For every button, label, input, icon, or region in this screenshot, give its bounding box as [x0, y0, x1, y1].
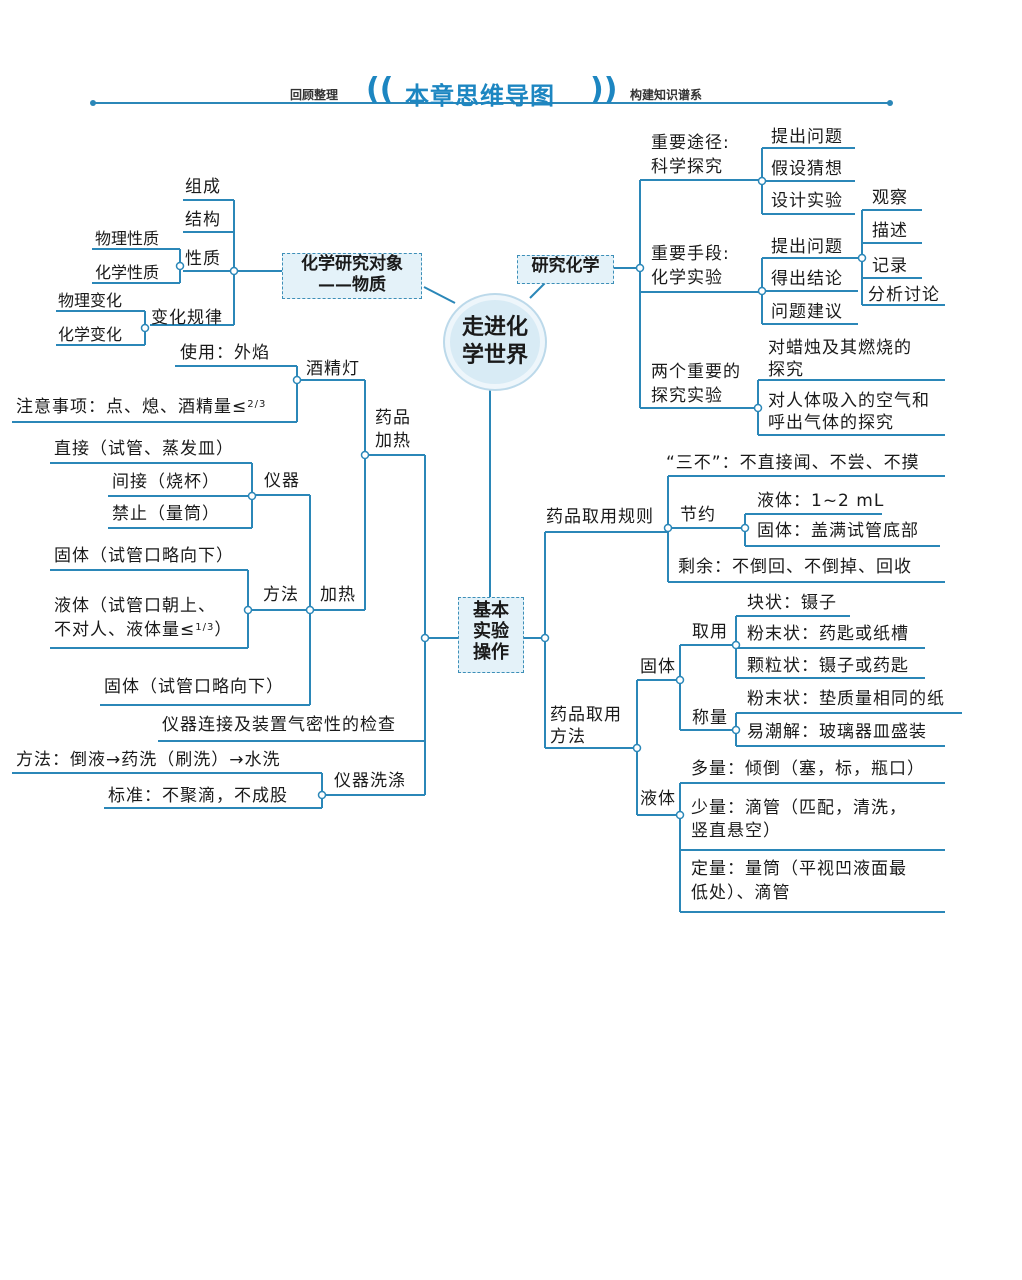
research-object-box: 化学研究对象 ——物质 — [282, 253, 422, 299]
path-label-2: 科学探究 — [651, 157, 723, 177]
node-take: 取用 — [692, 622, 728, 642]
node-fixed-1: 定量：量筒（平视凹液面最 — [691, 859, 907, 879]
node-structure: 结构 — [185, 210, 221, 230]
research-object-title-2: ——物质 — [318, 275, 386, 295]
observe-3: 记录 — [872, 256, 908, 276]
exp1-line-1: 对蜡烛及其燃烧的 — [768, 338, 912, 358]
node-powder-weigh: 粉末状：垫质量相同的纸 — [747, 689, 945, 709]
page-title: 本章思维导图 — [405, 82, 555, 110]
node-save-solid: 固体：盖满试管底部 — [757, 521, 919, 541]
basic-ops-box: 基本实验操作 — [458, 597, 524, 673]
heating-title-2: 加热 — [375, 431, 411, 451]
node-weigh: 称量 — [692, 708, 728, 728]
exp-label-2: 探究实验 — [651, 386, 723, 406]
node-much: 多量：倾倒（塞，标，瓶口） — [691, 759, 925, 779]
liquid-heat-end: ） — [214, 620, 233, 640]
means-step-1: 提出问题 — [771, 237, 843, 257]
lamp-note-fraction: 2/3 — [247, 399, 267, 410]
node-wash-standard: 标准：不聚滴，不成股 — [108, 786, 288, 806]
basic-ops-title: 基本实验操作 — [473, 600, 509, 663]
node-change-rule: 变化规律 — [151, 308, 223, 328]
node-instrument: 仪器 — [264, 471, 300, 491]
node-lamp-use: 使用：外焰 — [180, 343, 270, 363]
header-left-tag: 回顾整理 — [290, 88, 339, 102]
node-composition: 组成 — [185, 177, 221, 197]
node-fixed-2: 低处）、滴管 — [691, 883, 791, 903]
node-method: 方法 — [263, 585, 299, 605]
node-solid-heat: 固体（试管口略向下） — [54, 546, 234, 566]
means-label-1: 重要手段: — [651, 244, 730, 264]
node-physical-change: 物理变化 — [58, 291, 123, 310]
exp1-line-2: 探究 — [768, 360, 804, 380]
node-deliquescent: 易潮解：玻璃器皿盛装 — [747, 722, 927, 742]
node-liquid-heat-1: 液体（试管口朝上、 — [54, 596, 216, 616]
path-step-3: 设计实验 — [771, 191, 843, 211]
heating-title-1: 药品 — [375, 408, 411, 428]
node-lamp-note: 注意事项：点、熄、酒精量≤2/3 — [16, 396, 266, 421]
node-direct: 直接（试管、蒸发皿） — [54, 439, 234, 459]
node-forbidden: 禁止（量筒） — [112, 504, 220, 524]
signal-left-icon: (( — [366, 72, 394, 107]
node-wash: 仪器洗涤 — [334, 771, 406, 791]
means-step-2: 得出结论 — [771, 269, 843, 289]
node-rest: 剩余：不倒回、不倒掉、回收 — [678, 557, 912, 577]
means-label-2: 化学实验 — [651, 268, 723, 288]
node-alcohol-lamp: 酒精灯 — [306, 359, 360, 379]
liquid-heat-fraction: 1/3 — [195, 622, 215, 633]
lamp-note-text: 注意事项：点、熄、酒精量≤ — [16, 397, 248, 417]
node-liquid: 液体 — [640, 789, 676, 809]
node-property: 性质 — [185, 249, 221, 269]
methods-title-1: 药品取用 — [550, 705, 622, 725]
observe-2: 描述 — [872, 221, 908, 241]
methods-title-2: 方法 — [550, 727, 586, 747]
path-step-2: 假设猜想 — [771, 159, 843, 179]
node-three-no: “三不”：不直接闻、不尝、不摸 — [666, 453, 920, 473]
node-little-1: 少量：滴管（匹配，清洗， — [691, 798, 907, 818]
node-granule: 颗粒状：镊子或药匙 — [747, 656, 909, 676]
node-chemical-property: 化学性质 — [95, 263, 160, 282]
node-save: 节约 — [680, 505, 716, 525]
node-little-2: 竖直悬空） — [691, 821, 781, 841]
node-save-liquid: 液体：1~2 mL — [757, 491, 885, 511]
observe-4: 分析讨论 — [868, 285, 940, 305]
node-solid-heat-2: 固体（试管口略向下） — [104, 677, 284, 697]
research-object-title-1: 化学研究对象 — [301, 254, 403, 274]
exp2-line-2: 呼出气体的探究 — [768, 413, 894, 433]
observe-1: 观察 — [872, 188, 908, 208]
liquid-heat-text: 不对人、液体量≤ — [54, 620, 196, 640]
node-powder: 粉末状：药匙或纸槽 — [747, 624, 909, 644]
path-step-1: 提出问题 — [771, 127, 843, 147]
exp-label-1: 两个重要的 — [651, 362, 741, 382]
node-heat: 加热 — [320, 585, 356, 605]
path-label-1: 重要途径: — [651, 133, 730, 153]
node-block: 块状：镊子 — [747, 593, 837, 613]
node-connect-check: 仪器连接及装置气密性的检查 — [162, 715, 396, 735]
center-title: 走进化学世界 — [461, 315, 528, 368]
center-node: 走进化学世界 — [445, 295, 545, 389]
node-indirect: 间接（烧杯） — [112, 472, 220, 492]
node-liquid-heat-2: 不对人、液体量≤1/3） — [54, 619, 232, 644]
node-physical-property: 物理性质 — [95, 229, 160, 248]
exp2-line-1: 对人体吸入的空气和 — [768, 391, 930, 411]
header-right-tag: 构建知识谱系 — [630, 88, 703, 102]
node-chemical-change: 化学变化 — [58, 325, 123, 344]
signal-right-icon: )) — [590, 72, 618, 107]
study-chemistry-title: 研究化学 — [531, 256, 600, 276]
node-wash-method: 方法：倒液→药洗（刷洗）→水洗 — [16, 750, 281, 770]
node-rules: 药品取用规则 — [546, 507, 654, 527]
study-chemistry-box: 研究化学 — [517, 255, 614, 284]
node-solid: 固体 — [640, 657, 676, 677]
means-step-3: 问题建议 — [771, 302, 843, 322]
